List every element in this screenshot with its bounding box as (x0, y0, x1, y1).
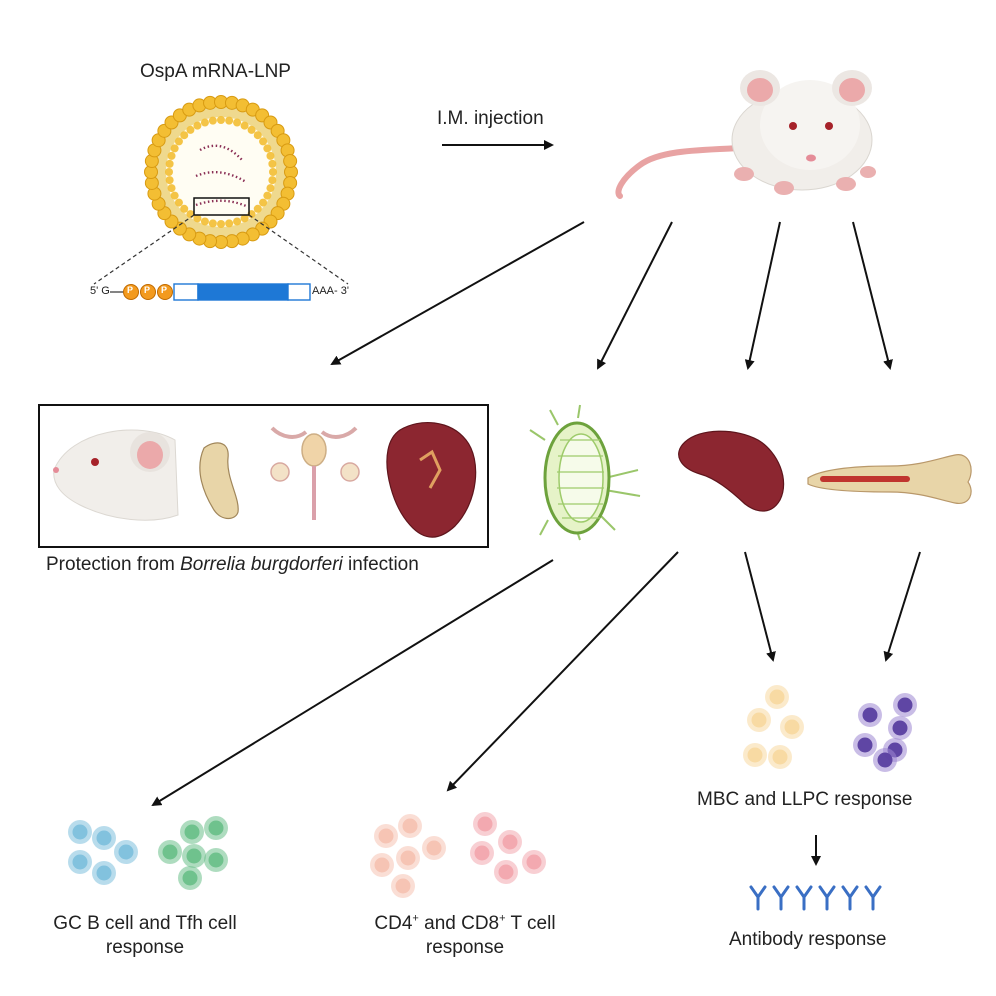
gc-response-label: GC B cell and Tfh cell response (40, 912, 250, 960)
arrow-bone-to-llpc (883, 551, 921, 662)
mrna-3prime-label: AAA- 3' (312, 285, 349, 297)
mrna-strands-icon (195, 144, 247, 208)
tfh-cells-icon (158, 816, 228, 890)
t-cell-text: T cell (505, 913, 556, 934)
mrna-highlight-box (193, 197, 250, 216)
cap-p2: P (144, 285, 151, 295)
cd8-t-cells-icon (470, 812, 546, 884)
llpc-cells-icon (853, 693, 917, 772)
t-cell-response-label: CD4+ and CD8+ T cell response (360, 912, 570, 960)
arrow-to-protection (330, 221, 585, 365)
protection-suffix: infection (342, 554, 419, 575)
t-cell-response-line2: response (425, 936, 505, 958)
protection-prefix: Protection from (46, 554, 181, 575)
arrow-to-spleen (744, 221, 781, 370)
mbc-cells-icon (743, 685, 804, 769)
spleen-icon (678, 430, 785, 512)
gc-response-line2: response (105, 936, 185, 958)
protection-panel (38, 404, 489, 548)
cap-p3: P (161, 285, 168, 295)
protection-caption: Protection from Borrelia burgdorferi inf… (46, 553, 419, 577)
antibody-icons (749, 885, 882, 911)
t-cell-response-line1: CD4+ and CD8+ T cell (360, 912, 570, 936)
protection-species: Borrelia burgdorferi (180, 554, 343, 575)
arrow-to-bone-marrow (852, 221, 893, 370)
lymph-node-icon (529, 404, 641, 541)
skin-tissue-icon (199, 442, 239, 520)
antibody-icon (818, 885, 836, 911)
mouse-head-icon (53, 429, 179, 521)
cap-p1: P (127, 285, 134, 295)
arrow-to-lymph-node (597, 221, 673, 370)
mouse-icon (615, 70, 876, 199)
cell-clusters (68, 685, 917, 898)
arrow-spleen-to-mbc (744, 551, 776, 662)
antibody-icon (864, 885, 882, 911)
mrna-5prime-label: 5' G (90, 285, 110, 297)
mbc-llpc-label: MBC and LLPC response (697, 789, 913, 810)
cd4-text: CD4 (374, 913, 413, 934)
cd8-text: and CD8 (418, 913, 500, 934)
bone-marrow-icon (807, 454, 972, 504)
antibody-icon (772, 885, 790, 911)
lnp-title: OspA mRNA-LNP (140, 61, 291, 82)
injection-label: I.M. injection (437, 108, 544, 129)
mrna-construct-icon (110, 283, 311, 301)
gc-b-cells-icon (68, 820, 138, 885)
heart-icon (386, 422, 477, 538)
arrow-ln-to-gc (151, 559, 554, 807)
antibody-icon (795, 885, 813, 911)
cd4-t-cells-icon (370, 814, 446, 898)
bladder-joint-icon (270, 426, 360, 520)
antibody-label: Antibody response (729, 929, 887, 950)
antibody-icon (749, 885, 767, 911)
arrow-spleen-to-t (446, 551, 679, 792)
gc-response-line1: GC B cell and Tfh cell (53, 913, 237, 934)
cd8-sup: + (499, 912, 506, 925)
antibody-icon (841, 885, 859, 911)
lipid-nanoparticle-icon (93, 95, 349, 285)
cd4-sup: + (412, 912, 419, 925)
